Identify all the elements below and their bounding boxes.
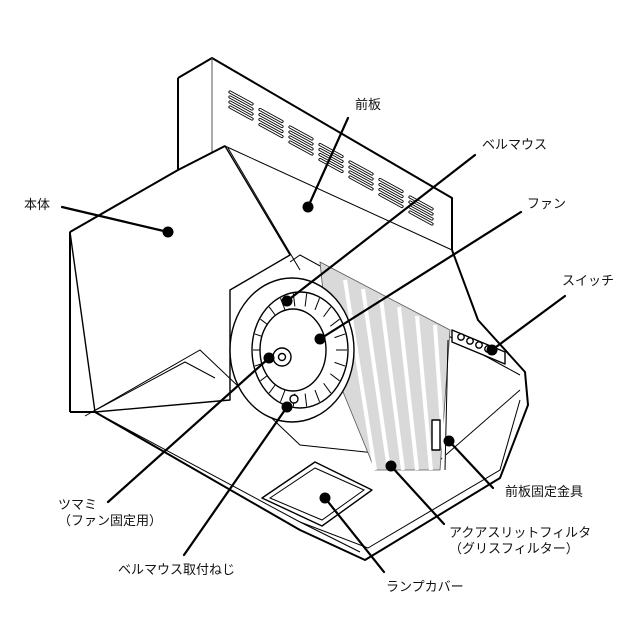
fan-blade	[329, 373, 340, 382]
vent-slot	[259, 108, 283, 123]
label-switch: スイッチ	[562, 274, 615, 289]
hood-top-crease	[224, 145, 453, 251]
knob-center	[277, 352, 287, 362]
lamp-cover-inner	[268, 467, 365, 521]
vent-slot	[349, 166, 373, 180]
switch-button-3	[475, 341, 483, 349]
vent-slot	[349, 176, 373, 190]
label-filter-line1: アクアスリットフィルタ	[449, 526, 592, 541]
bellmouth-screw	[289, 394, 299, 404]
label-bellmouth-screw: ベルマウス取付ねじ	[118, 563, 236, 578]
leader-bellmouth-screw	[182, 405, 289, 557]
bottom-frame-inner	[84, 349, 521, 461]
label-knob-line2: （ファン固定用）	[58, 514, 163, 529]
vent-slot	[229, 91, 253, 105]
vent-slots	[228, 90, 434, 226]
leader-lamp-cover	[323, 496, 386, 574]
leader-switch	[490, 294, 567, 352]
front-panel-bracket-shape	[431, 419, 441, 451]
filter-slats	[343, 279, 447, 471]
vent-slot	[409, 211, 433, 225]
vent-slot	[289, 131, 313, 145]
vent-slot	[379, 178, 403, 193]
vent-slot	[229, 106, 253, 120]
fan-blade	[304, 293, 308, 307]
lamp-cover-shape	[261, 461, 373, 527]
marker-switch	[486, 344, 498, 356]
marker-bellmouth	[281, 295, 293, 307]
label-filter: アクアスリットフィルタ （グリスフィルター）	[449, 526, 591, 558]
frame-right-rail	[299, 399, 521, 549]
leader-front-panel	[306, 116, 350, 209]
label-fan: ファン	[527, 197, 567, 212]
leader-filter	[389, 464, 446, 526]
side-post	[444, 339, 449, 471]
marker-lamp-cover	[319, 492, 331, 504]
vent-slot	[259, 113, 283, 128]
vent-slot	[319, 143, 343, 158]
vent-slot	[319, 158, 343, 173]
vent-slot	[349, 171, 373, 185]
vent-slot	[349, 161, 373, 175]
vent-slot	[229, 96, 253, 110]
vent-slot	[259, 118, 283, 133]
switch-button-2	[466, 337, 474, 345]
fan-blade	[314, 389, 320, 403]
fan-blade	[280, 389, 286, 403]
fan-blade	[329, 318, 340, 327]
label-body: 本体	[24, 198, 51, 213]
marker-bellmouth-screw	[281, 401, 293, 413]
vent-slot	[379, 188, 403, 203]
body-top-edge	[69, 145, 226, 233]
leader-fan	[318, 210, 523, 341]
marker-bracket	[443, 435, 455, 447]
fan-blade	[323, 382, 332, 394]
label-bellmouth: ベルマウス	[482, 138, 548, 153]
marker-front-panel	[302, 201, 314, 213]
label-lamp-cover: ランプカバー	[386, 580, 464, 595]
switch-button-1	[457, 333, 465, 341]
vent-slot	[409, 196, 433, 210]
marker-filter	[385, 460, 397, 472]
label-front-panel: 前板	[355, 98, 382, 113]
leader-bracket	[447, 439, 495, 490]
filter-slat	[343, 279, 377, 471]
leader-knob	[106, 356, 271, 504]
filter-slat	[361, 288, 391, 471]
vent-slot	[409, 206, 433, 220]
vent-slot	[379, 193, 403, 208]
filter-slat	[433, 324, 447, 471]
fan-blade	[334, 361, 346, 367]
vent-slot	[379, 183, 403, 198]
vent-slot	[289, 141, 313, 155]
marker-body	[162, 226, 174, 238]
filter-slat	[397, 306, 419, 471]
leader-body	[60, 205, 170, 234]
vent-slot	[229, 101, 253, 115]
fan-blade	[323, 306, 332, 318]
label-filter-line2: （グリスフィルター）	[449, 542, 579, 557]
vent-slot	[259, 123, 283, 138]
label-knob-line1: ツマミ	[58, 498, 98, 513]
vent-slot	[289, 136, 313, 150]
filter-slat	[379, 297, 405, 471]
frame-rail	[91, 361, 216, 413]
fan-hub-plate	[259, 308, 327, 392]
vent-slot	[289, 126, 313, 140]
hood-inner-crease	[227, 147, 301, 271]
leader-bellmouth	[285, 153, 477, 303]
fan-blade	[334, 333, 346, 339]
fan-blade	[304, 393, 308, 407]
filter-slat	[415, 315, 433, 471]
marker-knob	[263, 352, 275, 364]
vent-slot	[319, 153, 343, 168]
label-front-panel-bracket: 前板固定金具	[505, 485, 584, 500]
marker-fan	[314, 333, 326, 345]
rear-panel-outline	[177, 57, 453, 250]
label-knob: ツマミ （ファン固定用）	[58, 498, 162, 530]
fan-blade	[314, 297, 320, 311]
